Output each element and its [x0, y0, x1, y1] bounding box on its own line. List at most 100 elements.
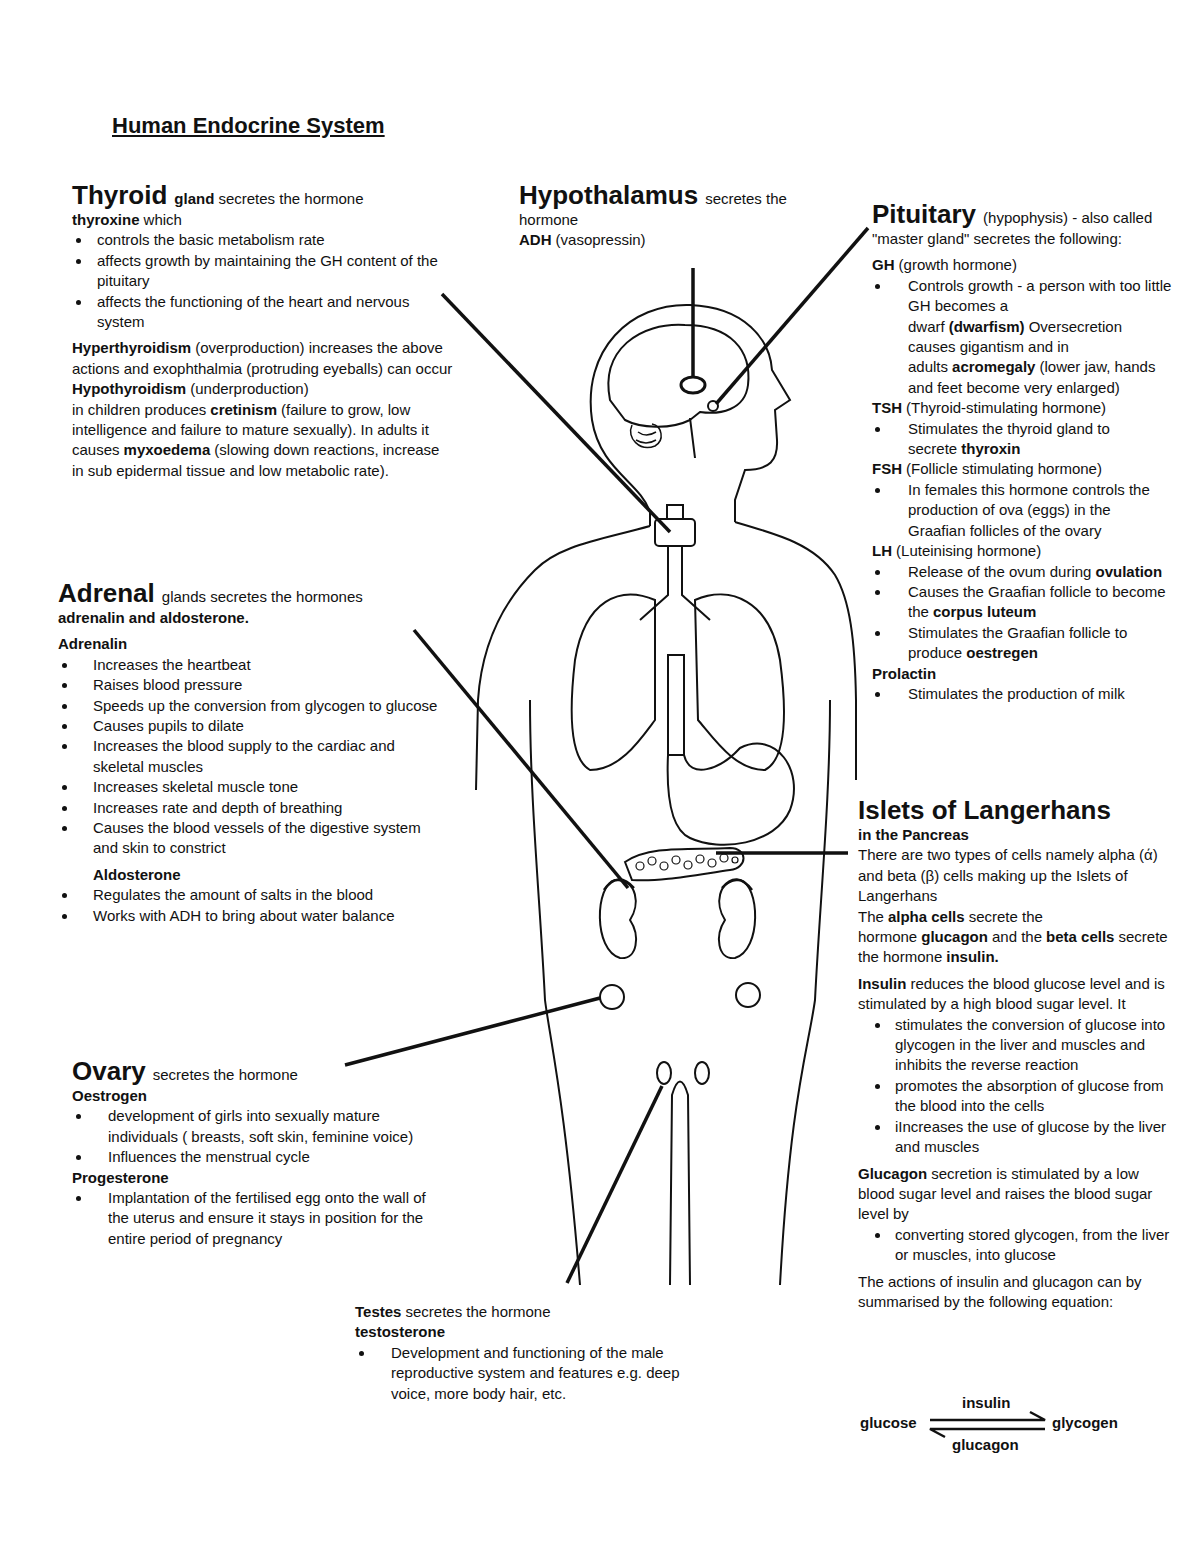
bold-term: testosterone — [355, 1323, 445, 1340]
bullet-item: development of girls into sexually matur… — [72, 1106, 437, 1147]
bullet-dot — [62, 744, 67, 749]
bold-term: FSH — [872, 460, 902, 477]
gland-heading: Adrenal — [58, 578, 155, 608]
body-text: secretes the hormone — [218, 190, 363, 207]
body-text: affects the functioning of the heart and… — [97, 293, 409, 330]
text-line: Hyperthyroidism(overproduction) increase… — [72, 338, 454, 379]
body-text: in children produces — [72, 401, 206, 418]
body-text: Release of the ovum during — [908, 563, 1091, 580]
body-text: Influences the menstrual cycle — [108, 1148, 310, 1165]
text-line: in the Pancreas — [858, 825, 1176, 845]
bullet-item: Development and functioning of the male … — [355, 1343, 717, 1404]
bold-term: Oestrogen — [72, 1087, 147, 1104]
bullet-dot — [62, 724, 67, 729]
bold-term: Prolactin — [872, 665, 936, 682]
bullet-item: Causes pupils to dilate — [58, 716, 443, 736]
body-outline — [476, 305, 856, 1285]
bullet-item: iIncreases the use of glucose by the liv… — [858, 1117, 1176, 1158]
body-text: In females this hormone controls the pro… — [908, 481, 1150, 539]
equation-term: glucagon — [952, 1436, 1019, 1453]
thyroid-text: Thyroidglandsecretes the hormonethyroxin… — [72, 180, 454, 481]
text-line: There are two types of cells namely alph… — [858, 845, 1176, 906]
body-text: Increases skeletal muscle tone — [93, 778, 298, 795]
body-text: Increases the blood supply to the cardia… — [93, 737, 395, 774]
bold-term: GH — [872, 256, 895, 273]
bullet-dot — [76, 1114, 81, 1119]
text-line: in children producescretinism(failure to… — [72, 400, 454, 482]
body-text: (underproduction) — [190, 380, 308, 397]
body-text: converting stored glycogen, from the liv… — [895, 1226, 1169, 1263]
bullet-dot — [359, 1351, 364, 1356]
bold-term: ovulation — [1096, 563, 1163, 580]
bullet-dot — [875, 1084, 880, 1089]
bullet-dot — [875, 427, 880, 432]
bold-term: beta cells — [1046, 928, 1114, 945]
bold-term: Adrenalin — [58, 635, 127, 652]
bold-term: Hyperthyroidism — [72, 339, 191, 356]
bullet-dot — [875, 488, 880, 493]
text-line: Thealpha cellssecrete the hormoneglucago… — [858, 907, 1176, 968]
bullet-dot — [62, 785, 67, 790]
text-line: FSH(Follicle stimulating hormone) — [872, 459, 1172, 479]
text-line: Insulinreduces the blood glucose level a… — [858, 974, 1176, 1015]
bullet-dot — [76, 1155, 81, 1160]
text-line: ADH(vasopressin) — [519, 230, 819, 250]
bullet-dot — [62, 806, 67, 811]
bold-term: Hypothyroidism — [72, 380, 186, 397]
bullet-dot — [62, 826, 67, 831]
bullet-item: Release of the ovum during ovulation — [872, 562, 1172, 582]
leader-lines — [345, 228, 868, 1283]
text-line: adrenalin and aldosterone. — [58, 608, 443, 628]
body-text: Stimulates the production of milk — [908, 685, 1125, 702]
bullet-dot — [62, 914, 67, 919]
bullet-item: Increases the heartbeat — [58, 655, 443, 675]
body-text: Causes pupils to dilate — [93, 717, 244, 734]
bullet-item: converting stored glycogen, from the liv… — [858, 1225, 1176, 1266]
text-line: Glucagonsecretion is stimulated by a low… — [858, 1164, 1176, 1225]
body-text: and the — [992, 928, 1042, 945]
body-text: which — [144, 211, 182, 228]
text-line: Oestrogen — [72, 1086, 437, 1106]
bullet-item: Increases skeletal muscle tone — [58, 777, 443, 797]
pituitary-text: Pituitary(hypophysis) - also called "mas… — [872, 199, 1172, 704]
text-line: LH(Luteinising hormone) — [872, 541, 1172, 561]
body-text: iIncreases the use of glucose by the liv… — [895, 1118, 1166, 1155]
text-line: Hypothalamussecretes the hormone — [519, 180, 819, 230]
bullet-item: affects growth by maintaining the GH con… — [72, 251, 454, 292]
body-text: affects growth by maintaining the GH con… — [97, 252, 438, 289]
bullet-item: Influences the menstrual cycle — [72, 1147, 437, 1167]
text-line: Adrenalin — [58, 634, 443, 654]
bold-term: thyroxin — [961, 440, 1020, 457]
equation-term: glucose — [860, 1414, 917, 1431]
text-line: Thyroidglandsecretes the hormone — [72, 180, 454, 210]
body-text: (Luteinising hormone) — [896, 542, 1041, 559]
thyroid — [640, 505, 710, 620]
hypothalamus — [681, 377, 705, 393]
testes — [657, 1062, 709, 1084]
bold-term: Testes — [355, 1303, 401, 1320]
bold-term: gland — [174, 190, 214, 207]
bullet-dot — [76, 259, 81, 264]
bold-term: adrenalin and aldosterone. — [58, 609, 249, 626]
hypothalamus-text: Hypothalamussecretes the hormoneADH(vaso… — [519, 180, 819, 251]
bold-term: Insulin — [858, 975, 906, 992]
bullet-item: Works with ADH to bring about water bala… — [58, 906, 443, 926]
bold-term: oestregen — [966, 644, 1038, 661]
bold-term: corpus luteum — [933, 603, 1036, 620]
bold-term: Progesterone — [72, 1169, 169, 1186]
equation-term: glycogen — [1052, 1414, 1118, 1431]
text-line: Progesterone — [72, 1168, 437, 1188]
bullet-item: promotes the absorption of glucose from … — [858, 1076, 1176, 1117]
gland-heading: Islets of Langerhans — [858, 795, 1111, 825]
bold-term: insulin. — [946, 948, 999, 965]
text-line: Pituitary(hypophysis) - also called "mas… — [872, 199, 1172, 249]
bold-term: Glucagon — [858, 1165, 927, 1182]
bullet-item: Implantation of the fertilised egg onto … — [72, 1188, 437, 1249]
bullet-item: Causes the blood vessels of the digestiv… — [58, 818, 443, 859]
text-line: GH(growth hormone) — [872, 255, 1172, 275]
gland-heading: Ovary — [72, 1056, 146, 1086]
bold-term: (dwarfism) — [949, 318, 1025, 335]
body-text: The — [858, 908, 884, 925]
gland-heading: Hypothalamus — [519, 180, 698, 210]
